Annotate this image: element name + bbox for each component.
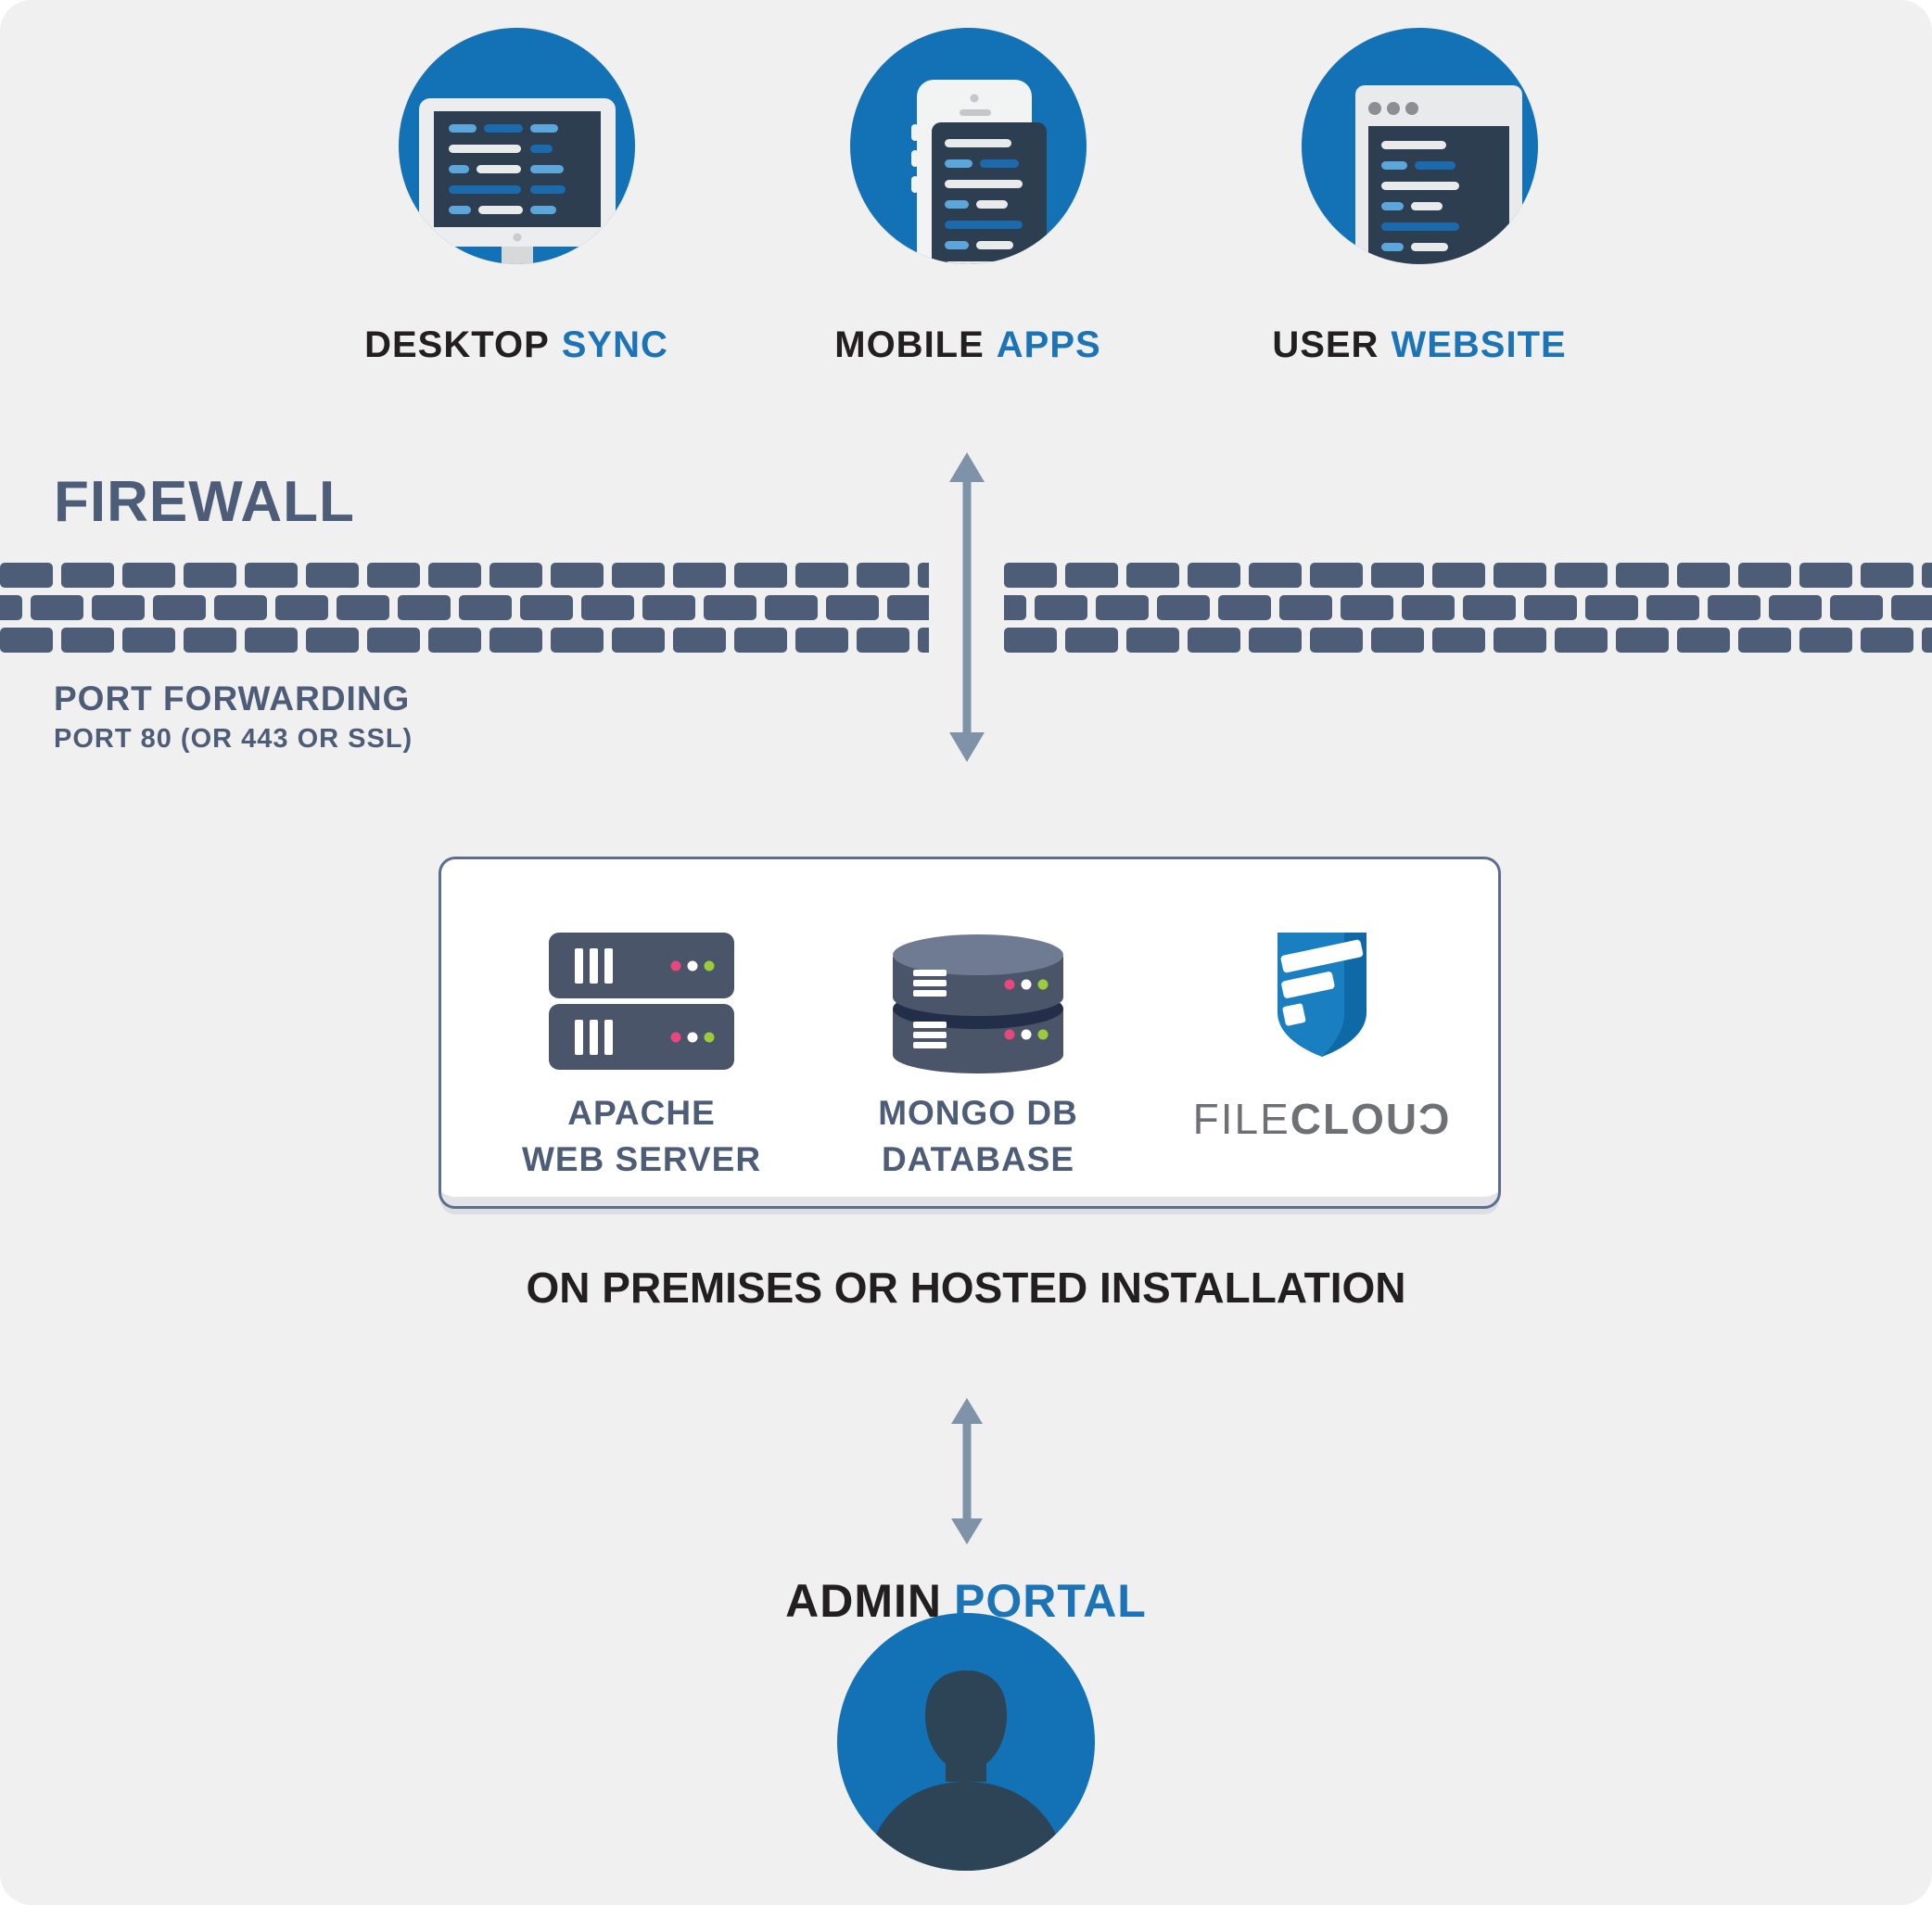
port-detail-label: PORT 80 (OR 443 OR SSL): [54, 724, 413, 754]
user-website-label: USER WEBSITE: [1206, 324, 1633, 366]
mobile-label-accent: APPS: [996, 324, 1101, 365]
filecloud-logotype: FILECLOUƆ: [1155, 1094, 1489, 1144]
mongodb-label: MONGO DB DATABASE: [811, 1090, 1145, 1183]
firewall-double-arrow-icon: [949, 452, 985, 762]
mongodb-label-line1: MONGO DB: [878, 1094, 1078, 1132]
admin-avatar-icon: [837, 1613, 1095, 1871]
port-forwarding-label: PORT FORWARDING: [54, 679, 411, 718]
desktop-sync-icon: [399, 28, 635, 264]
desktop-label-accent: SYNC: [561, 324, 668, 365]
firewall-wall-left: [0, 563, 929, 653]
admin-double-arrow-icon: [951, 1398, 983, 1544]
apache-server-icon: [549, 933, 734, 1070]
mobile-apps-label: MOBILE APPS: [755, 324, 1181, 366]
apache-label: APACHE WEB SERVER: [475, 1090, 808, 1183]
filecloud-shield-icon: [1277, 933, 1366, 1057]
firewall-wall-right: [1004, 563, 1932, 653]
firewall-title: FIREWALL: [54, 470, 355, 534]
apache-label-line2: WEB SERVER: [521, 1140, 762, 1178]
admin-label-dark: ADMIN: [785, 1575, 943, 1627]
installation-caption: ON PREMISES OR HOSTED INSTALLATION: [526, 1264, 1406, 1312]
mobile-apps-icon: [850, 28, 1087, 264]
filecloud-logo-bold: CLOUƆ: [1290, 1095, 1452, 1143]
mongodb-label-line2: DATABASE: [881, 1140, 1075, 1178]
desktop-label-dark: DESKTOP: [364, 324, 550, 365]
user-website-icon: [1302, 28, 1538, 264]
desktop-sync-label: DESKTOP SYNC: [303, 324, 730, 366]
filecloud-logo-thin: FILE: [1192, 1095, 1290, 1143]
website-label-accent: WEBSITE: [1391, 324, 1567, 365]
mobile-label-dark: MOBILE: [834, 324, 985, 365]
website-label-dark: USER: [1272, 324, 1379, 365]
mongodb-icon: [893, 934, 1063, 1073]
apache-label-line1: APACHE: [567, 1094, 716, 1132]
